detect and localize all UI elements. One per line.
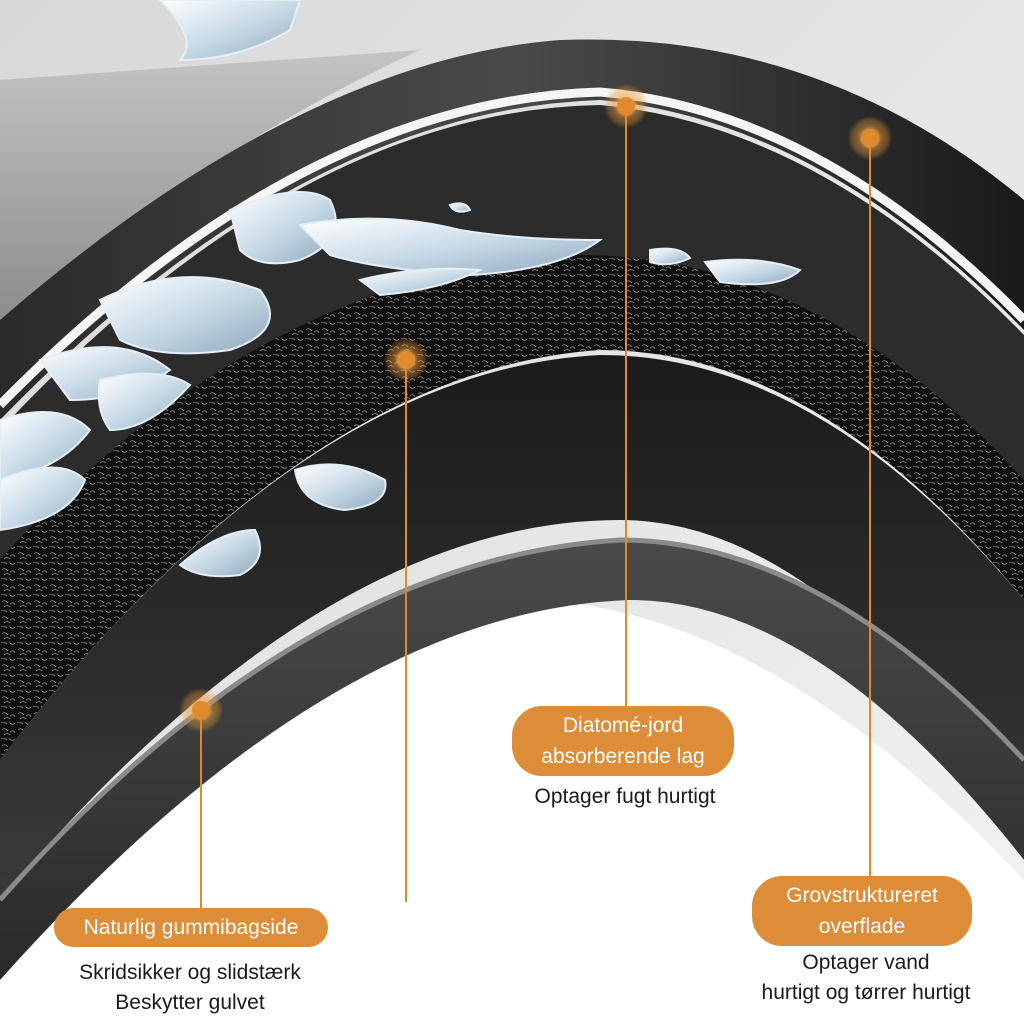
surface-caption: Optager vand hurtigt og tørrer hurtigt (730, 948, 1002, 1008)
rubber-caption-line2: Beskytter gulvet (115, 991, 265, 1014)
rubber-caption-line1: Skridsikker og slidstærk (79, 961, 301, 984)
rubber-title-line1: Naturlig gummibagside (83, 916, 299, 939)
rubber-leader-line (200, 710, 202, 908)
diatomite-title-line1: Diatomé-jord (562, 714, 684, 737)
diatomite-title-line2: absorberende lag (541, 745, 705, 768)
surface-title-line1: Grovstruktureret (786, 884, 938, 907)
surface-label: Grovstruktureret overflade (752, 876, 972, 946)
surface-leader-line (869, 138, 871, 876)
rubber-caption: Skridsikker og slidstærk Beskytter gulve… (40, 958, 340, 1018)
rubber-label: Naturlig gummibagside (54, 908, 328, 947)
surface-caption-line2: hurtigt og tørrer hurtigt (761, 981, 971, 1004)
water-splash (0, 0, 802, 578)
diatomite-leader-line (625, 106, 627, 706)
surface-title-line2: overflade (818, 915, 906, 938)
diatomite-caption: Optager fugt hurtigt (480, 782, 770, 812)
diatomite-label: Diatomé-jord absorberende lag (512, 706, 734, 776)
surface-caption-line1: Optager vand (802, 951, 930, 974)
fiber-leader-line (405, 360, 407, 902)
diatomite-caption-line1: Optager fugt hurtigt (534, 785, 716, 808)
